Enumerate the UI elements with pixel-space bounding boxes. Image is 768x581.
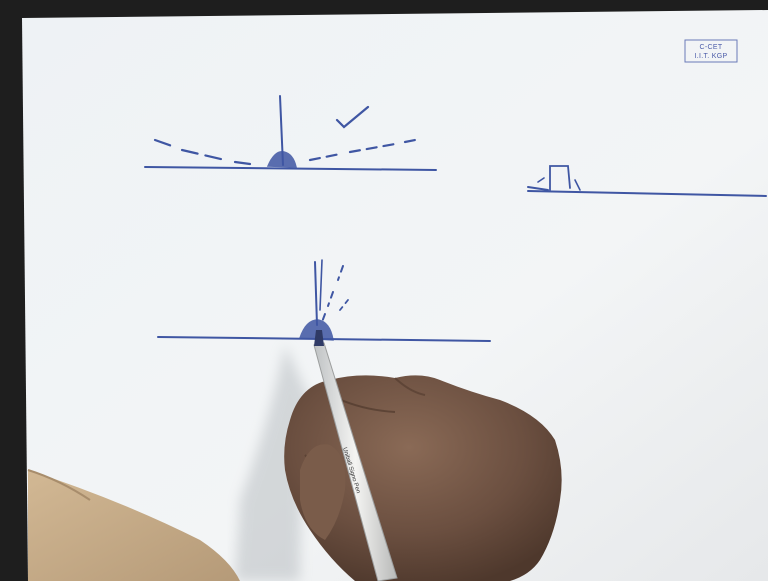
sketch-right-small — [527, 165, 767, 197]
sleeve — [28, 470, 240, 581]
sleeve-fold — [27, 469, 91, 501]
sketch-center — [157, 259, 491, 342]
sketch-top-left — [144, 95, 437, 171]
stamp-line1: C-CET — [700, 44, 723, 51]
pen: Uniball Signo Pen — [313, 330, 398, 581]
hand-shadow — [235, 345, 310, 581]
thumb — [300, 444, 346, 540]
paper-sheet — [22, 10, 768, 581]
stamp-line2: I.I.T. KGP — [695, 53, 728, 60]
corner-stamp-logo: C-CET I.I.T. KGP — [684, 39, 738, 63]
